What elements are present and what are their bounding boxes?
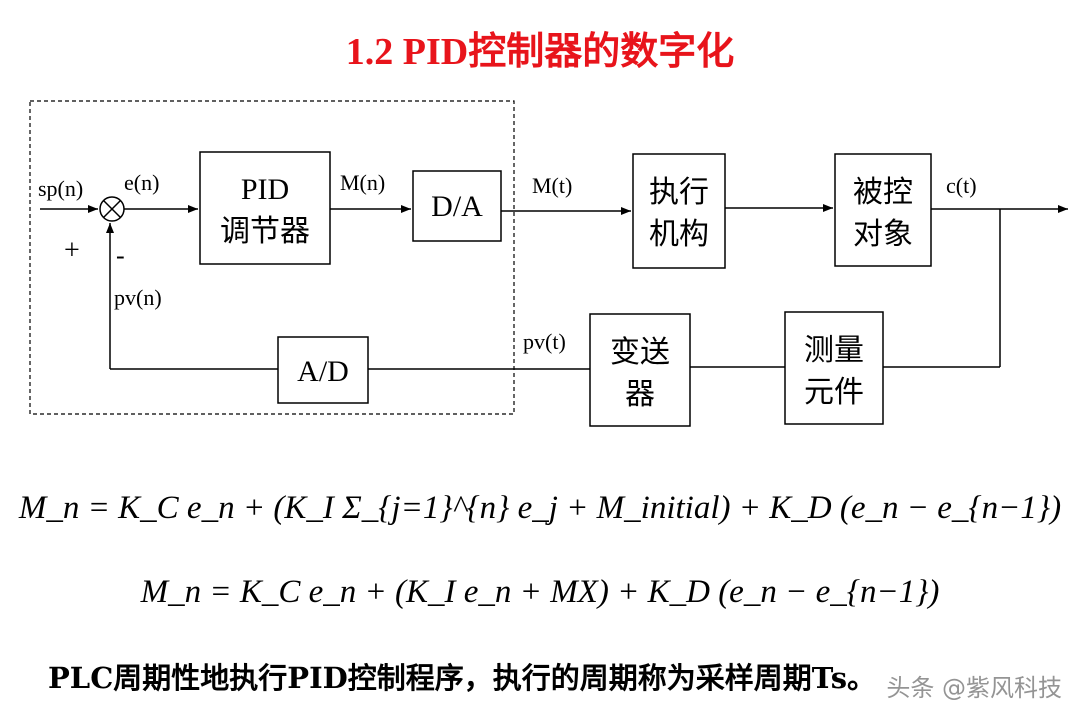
sensor-label-line1: 测量: [804, 333, 864, 368]
formula-position-form: M_n = K_C e_n + (K_I Σ_{j=1}^{n} e_j + M…: [18, 490, 1062, 526]
watermark: 头条 @紫风科技: [886, 674, 1062, 702]
label-plus: +: [64, 235, 80, 266]
da-converter-block: [412, 170, 502, 242]
controller-boundary: [29, 100, 515, 415]
formula-simplified-form: M_n = K_C e_n + (K_I e_n + MX) + K_D (e_…: [140, 574, 940, 610]
summing-junction: [99, 196, 125, 222]
plant-label-line2: 对象: [853, 217, 913, 252]
transmitter-block: [589, 313, 691, 427]
ad-converter-block: [277, 336, 369, 404]
label-minus: -: [116, 241, 125, 270]
plant-label-line1: 被控: [853, 175, 913, 210]
actuator-label-line1: 执行: [649, 175, 709, 210]
da-label: D/A: [431, 190, 483, 223]
label-c-t: c(t): [946, 173, 977, 198]
actuator-block: [632, 153, 726, 269]
transmitter-label-line1: 变送: [610, 335, 670, 370]
transmitter-label-line2: 器: [625, 377, 655, 412]
label-pv-t: pv(t): [523, 329, 566, 354]
label-sp-n: sp(n): [38, 176, 83, 201]
ad-label: A/D: [297, 355, 349, 388]
sensor-label-line2: 元件: [804, 375, 864, 410]
sensor-block: [784, 311, 884, 425]
pid-controller-block: [199, 151, 331, 265]
label-pv-n: pv(n): [114, 285, 162, 310]
pid-label-line1: PID: [241, 173, 289, 206]
label-e-n: e(n): [124, 170, 159, 195]
sampling-period-note: PLC周期性地执行PID控制程序，执行的周期称为采样周期Ts。: [48, 661, 877, 695]
pid-label-line2: 调节器: [220, 214, 310, 249]
actuator-label-line2: 机构: [649, 217, 709, 252]
label-M-t: M(t): [532, 173, 572, 198]
slide-title: 1.2 PID控制器的数字化: [345, 31, 735, 73]
label-M-n: M(n): [340, 170, 385, 195]
signal-lines: [40, 204, 1068, 370]
plant-block: [834, 153, 932, 267]
